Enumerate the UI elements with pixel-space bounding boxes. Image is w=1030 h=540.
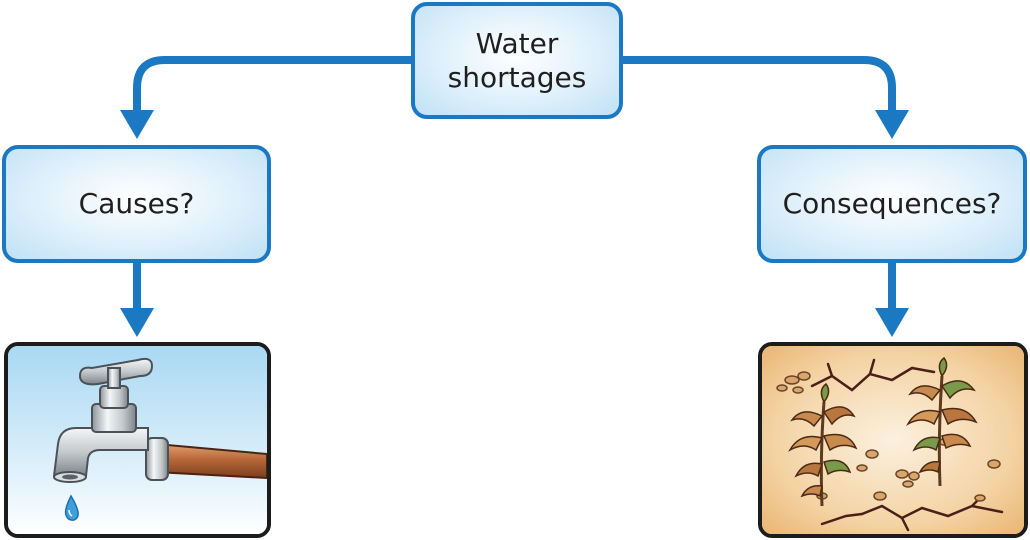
branch-node-causes: Causes?: [2, 145, 271, 263]
dripping-faucet-picture: [4, 342, 271, 538]
arrowhead-consequences-picture: [875, 308, 909, 337]
branch-node-consequences: Consequences?: [757, 145, 1027, 263]
dried-crops-cracked-soil-icon: [762, 346, 1024, 534]
arrowhead-causes: [120, 110, 154, 139]
connector-root-to-consequences: [623, 56, 896, 112]
drought-crops-picture: [758, 342, 1028, 538]
causes-label: Causes?: [78, 187, 195, 220]
root-node-label: Water shortages: [447, 26, 587, 94]
arrowhead-causes-picture: [120, 308, 154, 337]
root-node-water-shortages: Water shortages: [411, 2, 623, 119]
dripping-faucet-icon: [8, 346, 267, 534]
consequences-label: Consequences?: [782, 187, 1002, 220]
connector-root-to-causes: [133, 56, 411, 112]
arrowhead-consequences: [875, 110, 909, 139]
